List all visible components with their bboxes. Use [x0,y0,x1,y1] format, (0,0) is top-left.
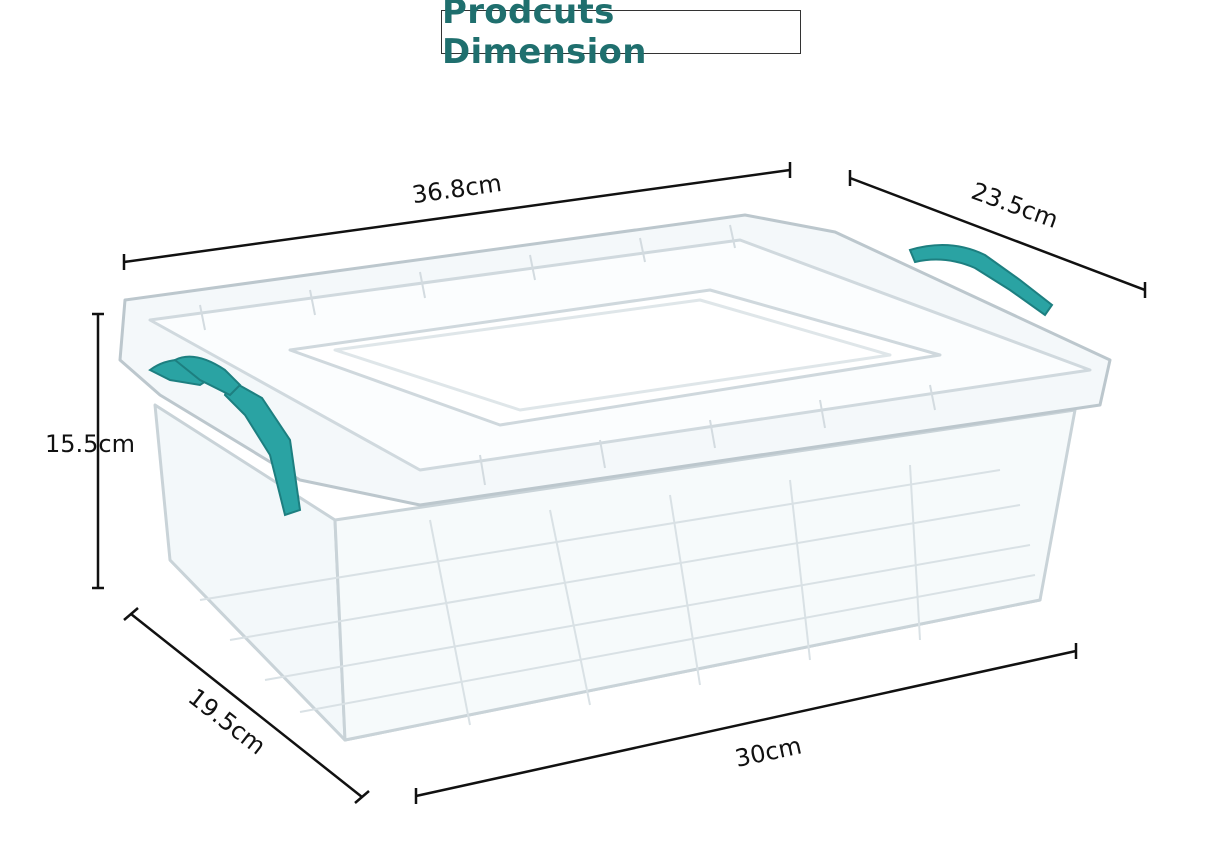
dim-label-lid-length: 36.8cm [410,169,503,209]
dim-label-lid-width: 23.5cm [968,177,1062,234]
dim-line-lid-length [123,168,791,264]
dim-label-base-width: 19.5cm [183,683,271,760]
storage-box [118,213,1112,742]
dim-label-base-length: 30cm [733,732,804,773]
dimension-lines [92,162,1147,804]
latch-right-icon [908,244,1054,317]
dim-line-lid-width [849,176,1146,292]
dim-line-base-width [130,613,363,798]
dim-line-base-length [415,649,1077,798]
dim-label-height: 15.5cm [45,430,135,458]
latch-left-icon [148,355,302,517]
